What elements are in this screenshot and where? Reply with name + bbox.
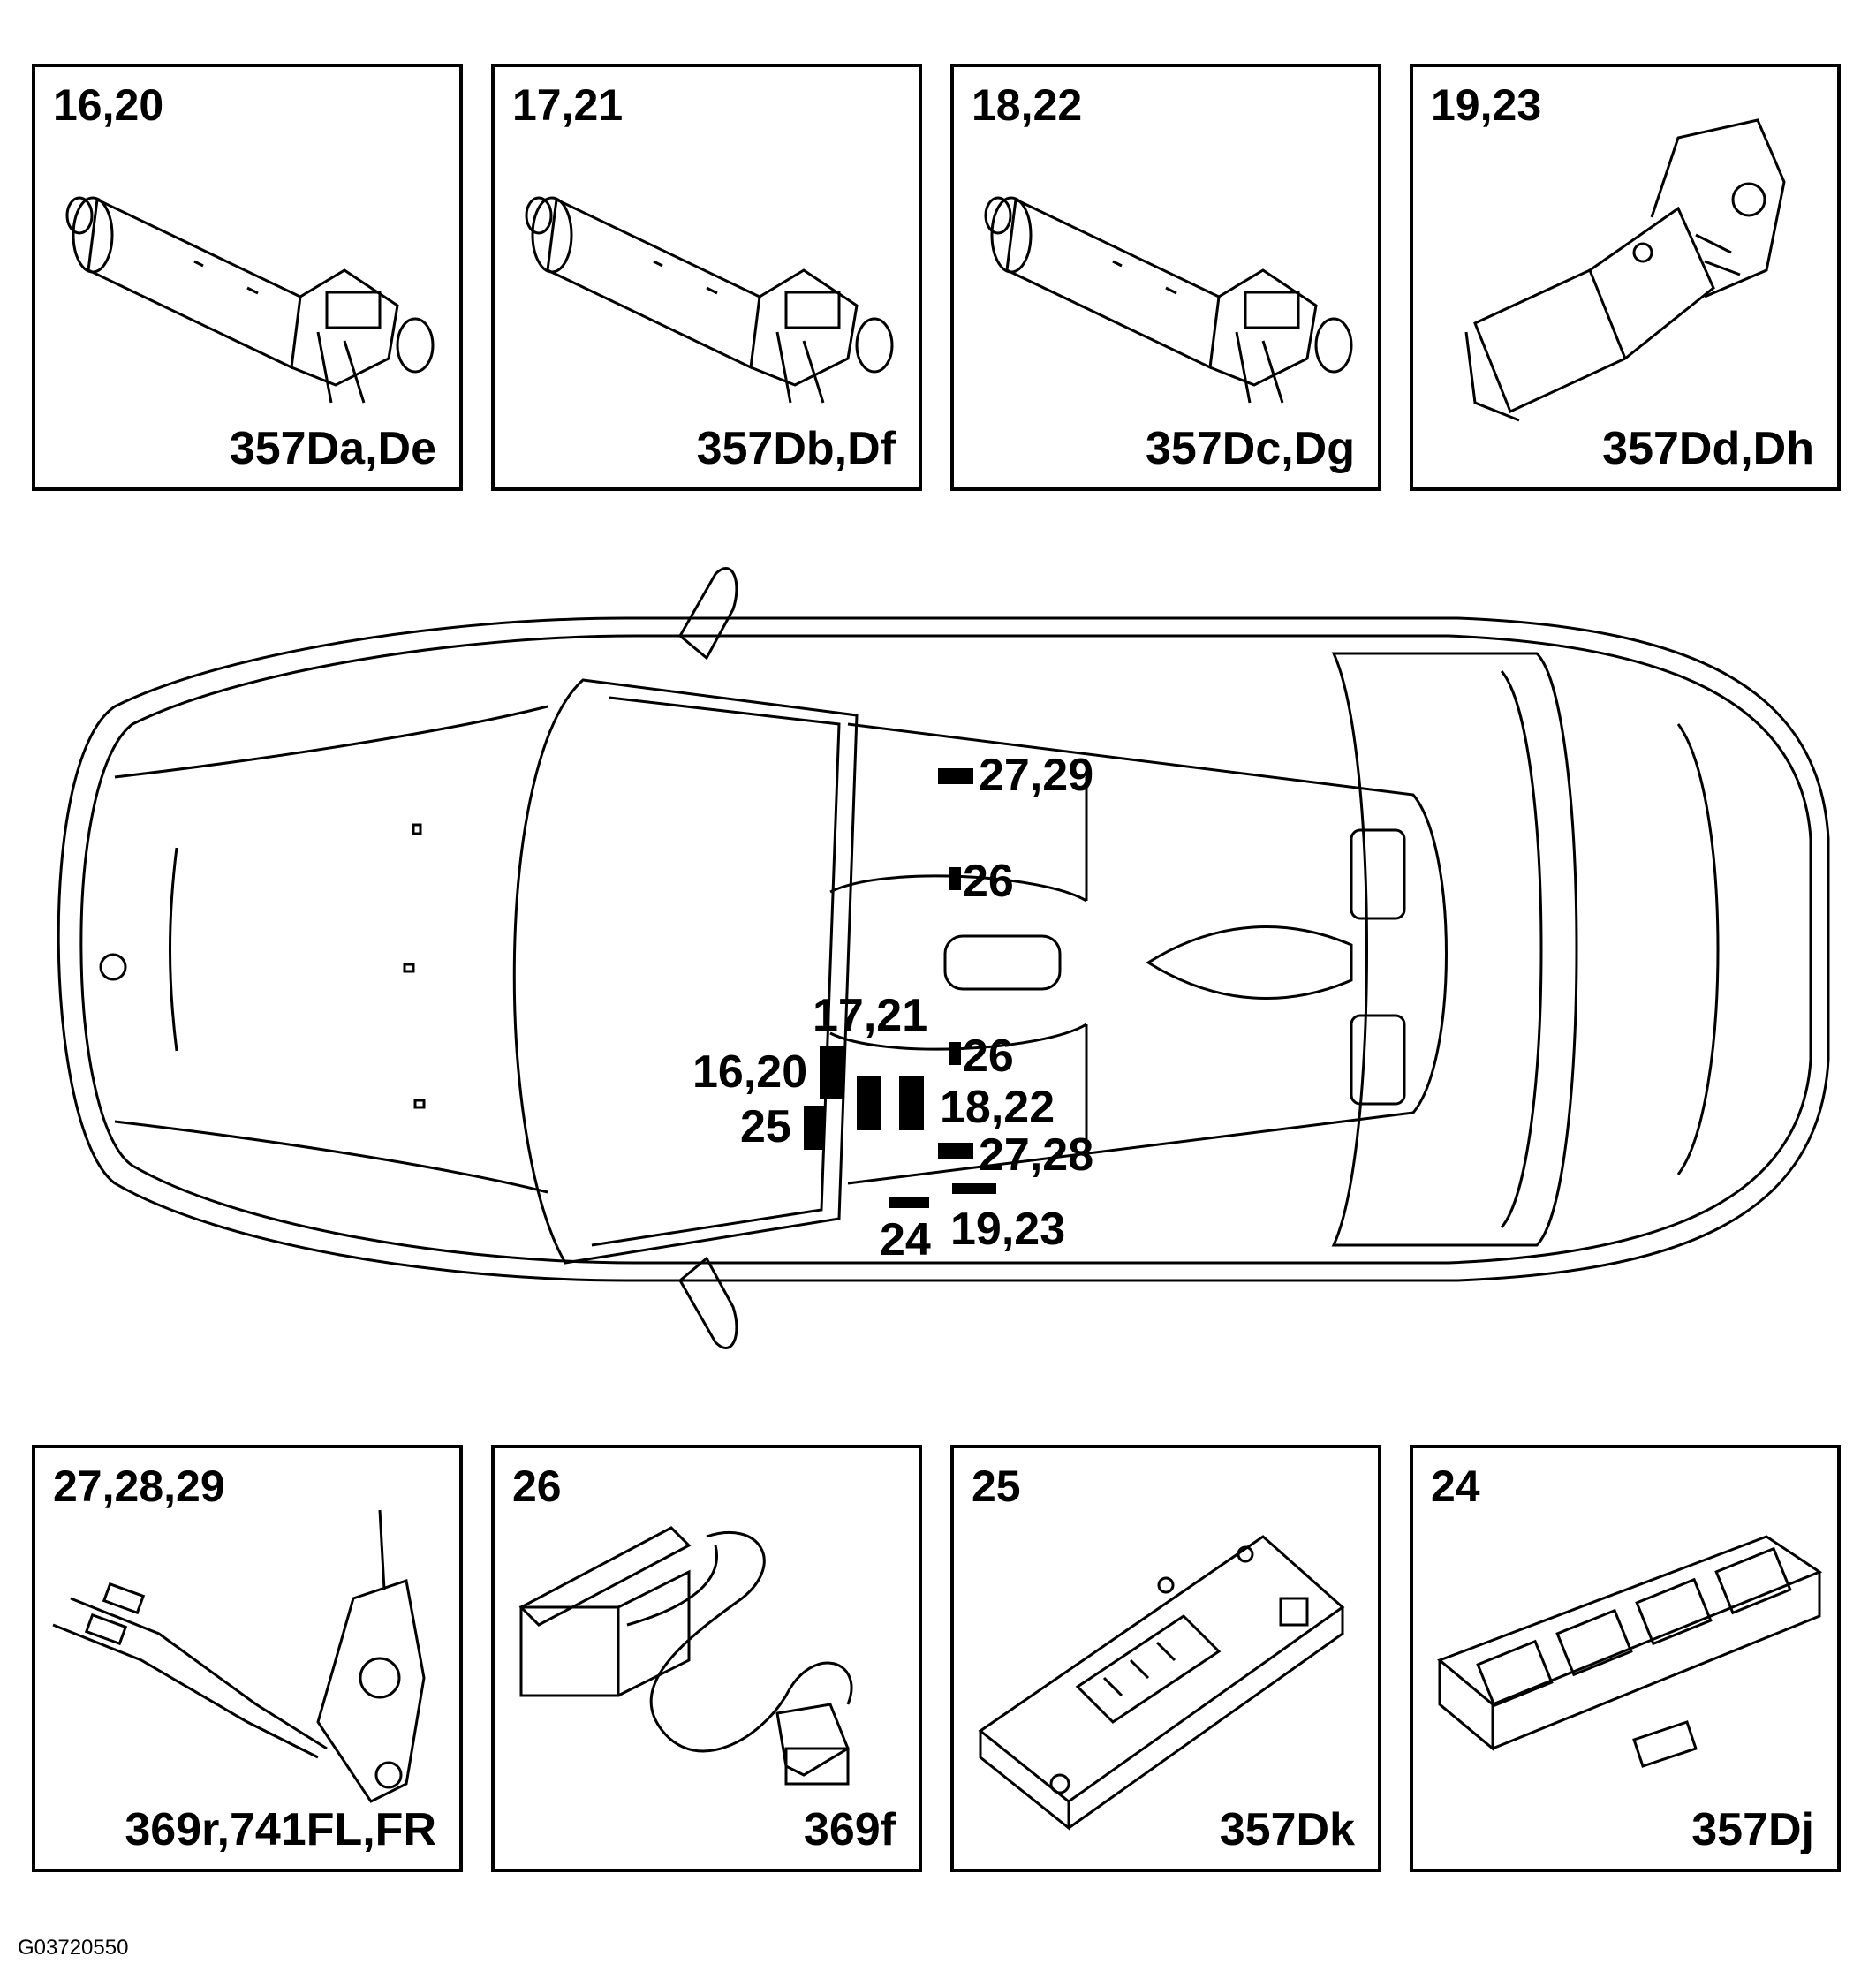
marker-26-top [949, 867, 961, 890]
callout-17-21: 17,21 [813, 990, 928, 1041]
figure-reference: G03720550 [18, 1936, 129, 1960]
callout-27-28: 27,28 [979, 1129, 1094, 1181]
marker-24 [889, 1197, 929, 1208]
control-module-icon [978, 1535, 1345, 1832]
panel-number: 19,23 [1431, 80, 1542, 130]
panel-number: 17,21 [512, 80, 624, 130]
panel-number: 26 [512, 1462, 562, 1511]
panel-25: 25 357Dk [950, 1445, 1381, 1872]
seat-motor-icon [65, 196, 435, 404]
marker-27-29 [938, 768, 973, 784]
part-code: 357Dc,Dg [1146, 423, 1355, 474]
callout-19-23: 19,23 [950, 1204, 1066, 1255]
panel-number: 25 [972, 1462, 1021, 1511]
panel-17-21: 17,21 357Db,Df [491, 64, 922, 491]
marker-16-20 [820, 1046, 844, 1099]
panel-16-20: 16,20 357Da,De [32, 64, 463, 491]
part-code: 369f [803, 1804, 896, 1855]
part-code: 369r,741FL,FR [125, 1804, 436, 1855]
part-code: 357Dd,Dh [1602, 423, 1814, 474]
panel-26: 26 369f [491, 1445, 922, 1872]
car-top-view [57, 567, 1830, 1349]
marker-19-23 [952, 1183, 996, 1194]
marker-26-bottom [949, 1042, 961, 1065]
panel-18-22: 18,22 357Dc,Dg [950, 64, 1381, 491]
seat-gear-motor-icon [1464, 118, 1786, 422]
panel-27-28-29: 27,28,29 369r,741FL,FR [32, 1445, 463, 1872]
panel-number: 18,22 [972, 80, 1083, 130]
marker-27-28 [938, 1143, 973, 1159]
part-code: 357Dj [1691, 1804, 1814, 1855]
panel-number: 24 [1431, 1462, 1480, 1511]
callout-25: 25 [740, 1101, 791, 1152]
seat-motor-icon [984, 196, 1353, 404]
seat-sensor-icon [518, 1526, 853, 1786]
callout-27-29: 27,29 [979, 750, 1094, 801]
switch-panel-icon [1437, 1535, 1823, 1768]
seat-motor-icon [525, 196, 894, 404]
marker-17-21b [899, 1076, 924, 1130]
panel-19-23: 19,23 357Dd,Dh [1410, 64, 1841, 491]
marker-25 [804, 1106, 825, 1150]
part-code: 357Dk [1219, 1804, 1355, 1855]
panel-24: 24 357Dj [1410, 1445, 1841, 1872]
marker-17-21a [857, 1076, 881, 1130]
callout-24: 24 [880, 1214, 931, 1265]
callout-18-22: 18,22 [940, 1082, 1055, 1133]
panel-number: 16,20 [53, 80, 164, 130]
panel-number: 27,28,29 [53, 1462, 225, 1511]
seatbelt-buckle-switch-icon [52, 1509, 426, 1803]
callout-26-bottom: 26 [963, 1031, 1014, 1082]
callout-16-20: 16,20 [692, 1046, 808, 1098]
part-code: 357Da,De [229, 423, 436, 474]
callout-26-top: 26 [963, 856, 1014, 907]
part-code: 357Db,Df [696, 423, 896, 474]
